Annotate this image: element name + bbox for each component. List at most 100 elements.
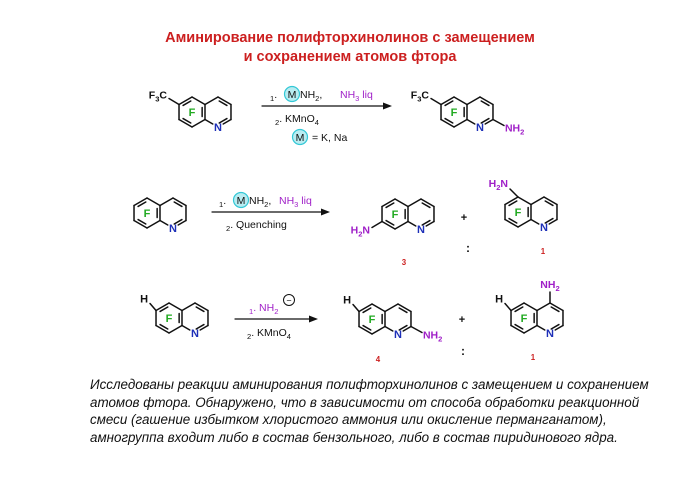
r3-reactant-double-bond — [159, 306, 169, 313]
r3-product-b-bond — [536, 324, 546, 331]
r3-reactant-bond — [168, 302, 183, 312]
r1-product-fluorine-label: F — [451, 107, 458, 119]
r2-reactant-bond — [146, 197, 161, 207]
r3-product-b-bond — [549, 302, 564, 312]
r2-product-b-fluorine-label: F — [515, 207, 522, 219]
r1-product-bond — [453, 118, 468, 128]
r3-product-b-bond — [510, 302, 525, 312]
r1-metal: M — [288, 89, 297, 101]
r2-product-a-nitrogen-label: N — [417, 224, 425, 236]
r1-step2: 2. KMnO4 — [275, 113, 319, 127]
r1-reactant-bond — [222, 118, 232, 125]
r2-product-a-double-bond — [385, 219, 395, 226]
r1-reactant-bond — [178, 118, 193, 128]
r2-product-b-bond — [530, 218, 540, 225]
r3a-h-label: H — [343, 295, 351, 307]
r1-reactant-bond — [178, 96, 193, 106]
r3-product-b-fluorine-label: F — [521, 313, 528, 325]
r2b-h2n-label: H2N — [489, 178, 508, 192]
r2-product-a-bond — [381, 198, 396, 208]
r1-reactant-fluorine-label: F — [189, 107, 196, 119]
r2-reactant-double-bond — [137, 201, 147, 208]
r1-reactant-bond — [204, 118, 214, 125]
r3-product-a-bond — [384, 303, 399, 313]
r1-reactant-double-bond — [182, 117, 192, 124]
r2-step1-solvent: NH3 liq — [279, 195, 312, 209]
r3-product-a-bond — [371, 303, 386, 313]
r1-reactant-bond — [204, 96, 219, 106]
r1-step1-reagent: NH2, — [300, 89, 322, 103]
r3b-h-label: H — [495, 294, 503, 306]
description-paragraph: Исследованы реакции аминирования полифто… — [90, 377, 649, 445]
title-line-2: и сохранением атомов фтора — [244, 49, 458, 65]
r3-product-a-double-bond — [362, 307, 372, 314]
r2-reactant-fluorine-label: F — [144, 208, 151, 220]
r3-reactant-bond — [181, 324, 191, 331]
r2-reactant-nitrogen-label: N — [169, 223, 177, 235]
r2a-nh2-bond — [371, 220, 383, 229]
r2-step2: 2. Quenching — [226, 219, 287, 233]
r3-product-a-double-bond — [362, 324, 372, 331]
r1-product-double-bond — [480, 100, 490, 107]
r3-reactant-double-bond — [195, 306, 205, 313]
r2-product-b-bond — [548, 218, 558, 225]
r2a-h2n-label: H2N — [351, 225, 370, 239]
r3-step2: 2. KMnO4 — [247, 327, 291, 341]
r2-product-b-bond — [543, 196, 558, 206]
r3-reactant-bond — [181, 302, 196, 312]
r3-product-b-bond — [536, 302, 551, 312]
r1-product-double-bond — [480, 117, 490, 124]
r2-product-a-double-bond — [421, 219, 431, 226]
r3-step1: 1. NH2 — [249, 302, 278, 316]
r3-product-a-double-bond — [398, 307, 408, 314]
r1-reactant-nitrogen-label: N — [214, 122, 222, 134]
r2-product-a-bond — [407, 220, 417, 227]
r2-product-b-double-bond — [508, 217, 518, 224]
r3-reactant-double-bond — [159, 323, 169, 330]
r3-h-bond — [149, 302, 157, 312]
r2-product-b-bond — [517, 218, 532, 228]
r3-plus: + — [459, 314, 465, 326]
r1-product-double-bond — [444, 117, 454, 124]
r3-product-b-double-bond — [550, 306, 560, 313]
r3-ratio: : — [461, 344, 465, 358]
r1p-nh2-bond — [492, 118, 505, 127]
r3-product-b-nitrogen-label: N — [546, 328, 554, 340]
r3a-h-bond — [352, 303, 360, 313]
r3-product-a-bond — [371, 325, 386, 335]
r3-charge: − — [286, 296, 291, 306]
r2-reactant-double-bond — [173, 218, 183, 225]
r3-product-a-bond — [358, 303, 373, 313]
r1-cf3-bond — [168, 97, 180, 106]
r1-reactant-bond — [191, 96, 206, 106]
r3-product-a-double-bond — [398, 324, 408, 331]
r1-product-bond — [440, 118, 455, 128]
r3-product-b-double-bond — [514, 306, 524, 313]
r1-product-bond — [484, 118, 494, 125]
r2-metal-highlight — [232, 191, 250, 209]
r1p-cf3-label: F3C — [411, 90, 430, 104]
r1p-nh2-label: NH2 — [505, 123, 524, 137]
r1-product-bond — [453, 96, 468, 106]
r2-metal: M — [237, 195, 246, 207]
r1-metal-note-symbol: M — [296, 132, 305, 144]
r3-product-a-bond — [402, 325, 412, 332]
r2-reactant-bond — [159, 219, 169, 226]
r2-reactant-double-bond — [137, 218, 147, 225]
r2-product-a-double-bond — [385, 202, 395, 209]
r3b-nh2-label: NH2 — [540, 279, 559, 293]
r2-step1-prefix: 1. — [219, 195, 226, 209]
r2-arrow-head — [321, 208, 330, 216]
r1-reactant-double-bond — [218, 100, 228, 107]
r2b-nh2-bond — [509, 188, 519, 198]
r3-product-b-bond — [510, 324, 525, 334]
r1-cf3-label: F3C — [149, 90, 168, 104]
r2-product-b-double-bond — [544, 217, 554, 224]
r2-product-b-number: 1 — [541, 247, 546, 256]
r1-reactant-double-bond — [182, 100, 192, 107]
r3-reactant-bond — [155, 302, 170, 312]
r1-reactant-double-bond — [218, 117, 228, 124]
r1-reactant-bond — [217, 96, 232, 106]
r1-arrow-head — [383, 102, 392, 110]
reaction-scheme: Аминирование полифторхинолинов с замещен… — [133, 30, 564, 364]
